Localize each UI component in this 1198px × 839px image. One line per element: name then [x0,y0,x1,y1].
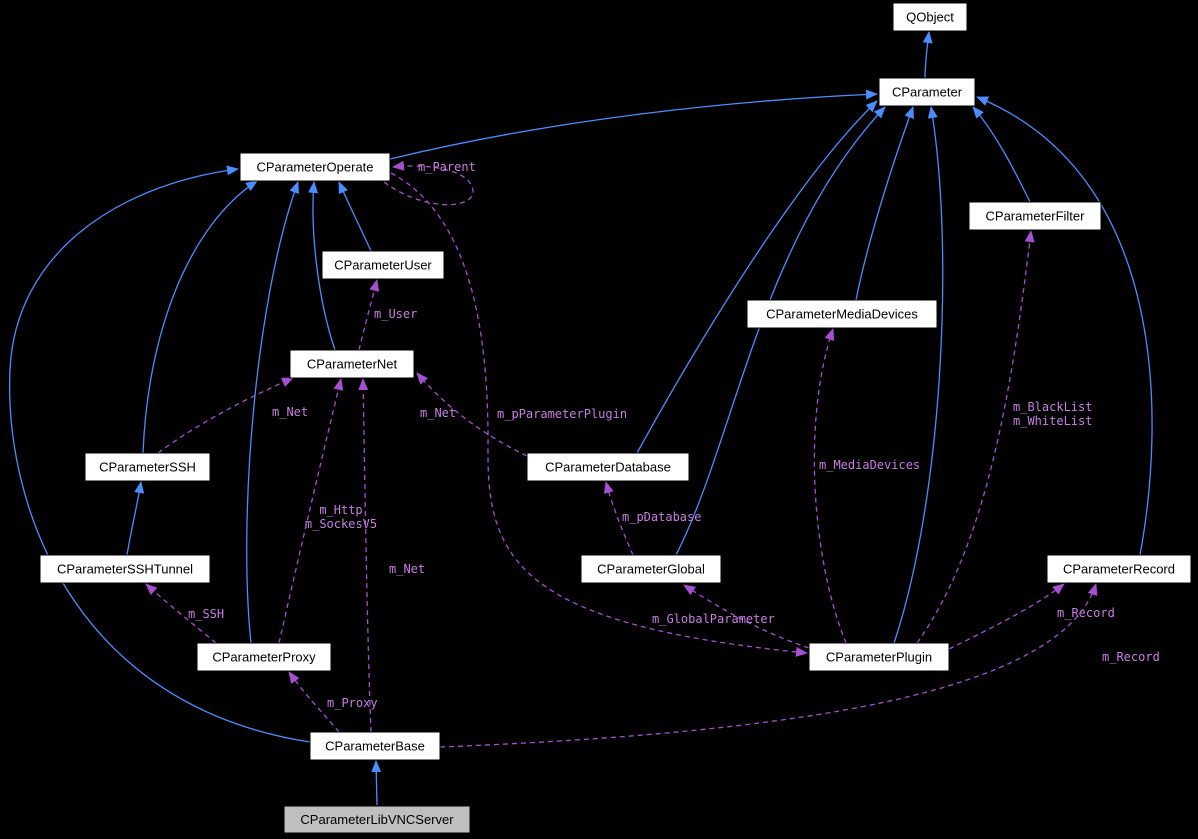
class-node-CParameterUser[interactable]: CParameterUser [321,250,445,280]
class-node-box [283,805,471,834]
edge-inheritance-CParameterRecord-to-CParameter [976,96,1153,556]
class-node-label: CParameterUser [334,258,432,273]
edge-label-m_pParameterPlugin: m_pParameterPlugin [497,407,627,421]
edge-label-m_pDatabase: m_pDatabase [622,510,701,524]
edge-usage-CParameterPlugin-to-CParameterRecord [948,583,1065,650]
edge-inheritance-CParameterSSH-to-CParameterOperate [142,180,258,454]
edge-usage-CParameterBase-to-CParameterNet [358,378,372,733]
edge-label-m_Record: m_Record [1102,650,1160,664]
edge-inheritance-CParameterProxy-to-CParameterOperate [246,181,299,644]
class-node-CParameter[interactable]: CParameter [878,77,976,107]
edge-inheritance-CParameterOperate-to-CParameter [389,89,878,160]
class-node-CParameterSSH[interactable]: CParameterSSH [84,452,211,482]
edge-label-m_Parent: m_Parent [418,160,476,174]
edge-usage-CParameterPlugin-to-CParameterFilter [916,230,1035,644]
class-node-CParameterDatabase[interactable]: CParameterDatabase [526,452,690,482]
class-node-label: CParameterGlobal [597,562,705,577]
edge-usage-CParameterBase-to-CParameterProxy [288,671,340,733]
edge-label-m_WhiteList: m_WhiteList [1013,414,1092,428]
class-node-box[interactable] [289,349,415,379]
class-node-box[interactable] [526,452,690,482]
class-node-CParameterPlugin[interactable]: CParameterPlugin [808,642,950,672]
edge-label-m_Record: m_Record [1057,606,1115,620]
class-node-label: CParameterBase [325,739,425,754]
class-node-label: QObject [906,10,954,25]
edge-label-m_MediaDevices: m_MediaDevices [819,458,920,472]
class-node-box[interactable] [580,554,722,584]
class-node-box[interactable] [321,250,445,280]
class-node-box[interactable] [808,642,950,672]
class-node-label: CParameterMediaDevices [766,307,918,322]
edge-label-m_Net: m_Net [272,405,308,419]
edge-inheritance-CParameterDatabase-to-CParameter [636,100,878,454]
class-node-box[interactable] [968,201,1102,231]
class-node-CParameterNet[interactable]: CParameterNet [289,349,415,379]
class-node-box[interactable] [239,152,391,182]
class-node-box[interactable] [309,731,441,761]
edge-usage-CParameterBase-to-CParameterRecord [439,583,1098,748]
edge-inheritance-CParameterSSHTunnel-to-CParameterSSH [126,481,145,556]
class-node-label: CParameter [892,85,963,100]
edge-label-m_SockesV5: m_SockesV5 [305,517,377,531]
class-node-box[interactable] [84,452,211,482]
edge-usage-CParameterGlobal-to-CParameterDatabase [603,481,634,556]
class-node-label: CParameterFilter [986,209,1086,224]
class-node-label: CParameterSSHTunnel [57,562,193,577]
class-node-CParameterProxy[interactable]: CParameterProxy [196,642,332,672]
class-node-CParameterGlobal[interactable]: CParameterGlobal [580,554,722,584]
edge-inheritance-CParameter-to-QObject [922,31,933,79]
class-node-CParameterSSHTunnel[interactable]: CParameterSSHTunnel [39,554,211,584]
class-node-CParameterOperate[interactable]: CParameterOperate [239,152,391,182]
edge-inheritance-CParameterNet-to-CParameterOperate [308,181,336,351]
edge-usage-CParameterProxy-to-CParameterSSHTunnel [145,583,217,644]
edge-label-m_Http: m_Http [319,503,362,517]
class-node-label: CParameterOperate [256,160,373,175]
edge-label-m_Proxy: m_Proxy [327,696,378,710]
class-node-label: CParameterSSH [99,460,196,475]
class-node-CParameterBase[interactable]: CParameterBase [309,731,441,761]
edge-usage-CParameterPlugin-to-CParameterGlobal [683,584,810,649]
edge-label-m_Net: m_Net [389,562,425,576]
class-node-box[interactable] [892,2,968,32]
edge-inheritance-CParameterFilter-to-CParameter [972,106,1031,203]
class-node-label: CParameterLibVNCServer [300,812,454,827]
class-node-CParameterLibVNCServer: CParameterLibVNCServer [283,805,471,834]
edge-usage-CParameterPlugin-to-CParameterMediaDevices [813,328,847,644]
edge-label-m_User: m_User [374,307,417,321]
edge-inheritance-CParameterGlobal-to-CParameter [675,106,886,556]
class-node-label: CParameterDatabase [545,460,671,475]
class-node-label: CParameterRecord [1063,562,1175,577]
class-node-box[interactable] [196,642,332,672]
class-node-label: CParameterProxy [212,650,316,665]
class-node-box[interactable] [746,299,938,329]
class-node-box[interactable] [39,554,211,584]
edge-label-m_SSH: m_SSH [188,607,224,621]
edge-usage-CParameterNet-to-CParameterUser [358,279,380,351]
class-node-label: CParameterNet [307,357,398,372]
edge-usage-CParameterOperate-to-CParameterPlugin [390,172,808,657]
class-node-QObject[interactable]: QObject [892,2,968,32]
class-node-CParameterMediaDevices[interactable]: CParameterMediaDevices [746,299,938,329]
edge-label-m_GlobalParameter: m_GlobalParameter [652,612,775,626]
edge-inheritance-CParameterPlugin-to-CParameter [893,106,944,644]
edge-inheritance-CParameterLibVNCServer-to-CParameterBase [371,760,382,806]
edge-label-m_BlackList: m_BlackList [1013,400,1092,414]
class-node-CParameterFilter[interactable]: CParameterFilter [968,201,1102,231]
edge-usage-CParameterSSH-to-CParameterNet [157,377,294,454]
class-node-CParameterRecord[interactable]: CParameterRecord [1046,554,1192,584]
edge-inheritance-CParameterUser-to-CParameterOperate [338,181,372,252]
edge-inheritance-CParameterBase-to-CParameterOperate [8,165,311,743]
class-node-label: CParameterPlugin [826,650,932,665]
edge-label-m_Net: m_Net [420,406,456,420]
edge-inheritance-CParameterMediaDevices-to-CParameter [855,106,914,301]
class-node-box[interactable] [878,77,976,107]
edge-usage-CParameterProxy-to-CParameterNet [278,378,344,644]
class-node-box[interactable] [1046,554,1192,584]
